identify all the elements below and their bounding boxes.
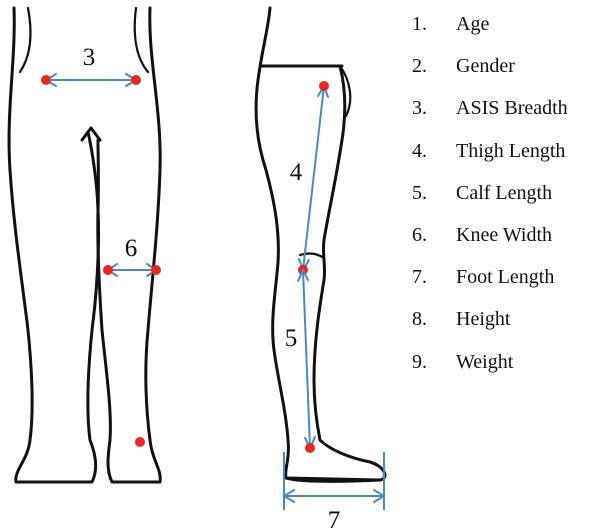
legend-item: 9.Weight [406, 346, 568, 388]
side-leg-back-outline [256, 8, 385, 480]
ankle-landmark [135, 437, 145, 447]
legend-label: ASIS Breadth [456, 92, 568, 134]
thigh-length-line [303, 86, 324, 270]
legend-item: 7.Foot Length [406, 261, 568, 303]
label-thigh: 4 [290, 159, 303, 186]
legend-label: Gender [456, 50, 515, 92]
measurement-legend: 1.Age 2.Gender 3.ASIS Breadth 4.Thigh Le… [406, 8, 568, 388]
legend-item: 8.Height [406, 303, 568, 345]
legend-label: Age [456, 8, 489, 50]
front-crotch-outline [82, 128, 100, 140]
legend-label: Knee Width [456, 219, 552, 261]
legend-item: 6.Knee Width [406, 219, 568, 261]
legend-index: 1. [406, 8, 456, 50]
calf-length-line [303, 270, 310, 448]
label-calf: 5 [285, 325, 298, 352]
legend-label: Height [456, 303, 510, 345]
front-view-legs: 3 6 [9, 8, 161, 482]
legend-index: 2. [406, 50, 456, 92]
legend-index: 6. [406, 219, 456, 261]
asis-left-landmark [41, 75, 51, 85]
legend-label: Foot Length [456, 261, 554, 303]
label-knee: 6 [125, 235, 138, 262]
knee-medial-landmark [103, 265, 113, 275]
legend-item: 4.Thigh Length [406, 135, 568, 177]
side-leg-front-outline [314, 66, 345, 440]
knee-lateral-landmark [151, 265, 161, 275]
label-foot: 7 [328, 507, 341, 531]
side-view-leg: 4 5 7 [256, 8, 385, 531]
asis-right-landmark [131, 75, 141, 85]
front-waist-left-curve [20, 8, 30, 72]
legend-index: 4. [406, 135, 456, 177]
legend-item: 1.Age [406, 8, 568, 50]
legend-item: 2.Gender [406, 50, 568, 92]
legend-item: 5.Calf Length [406, 177, 568, 219]
legend-index: 8. [406, 303, 456, 345]
legend-item: 3.ASIS Breadth [406, 92, 568, 134]
ankle-side-landmark [305, 443, 315, 453]
legend-index: 9. [406, 346, 456, 388]
label-asis: 3 [83, 44, 96, 71]
legend-label: Weight [456, 346, 513, 388]
legend-index: 5. [406, 177, 456, 219]
legend-index: 7. [406, 261, 456, 303]
legend-label: Thigh Length [456, 135, 565, 177]
legend-index: 3. [406, 92, 456, 134]
hip-landmark [319, 81, 329, 91]
front-waist-right-curve [135, 8, 148, 72]
legend-label: Calf Length [456, 177, 552, 219]
